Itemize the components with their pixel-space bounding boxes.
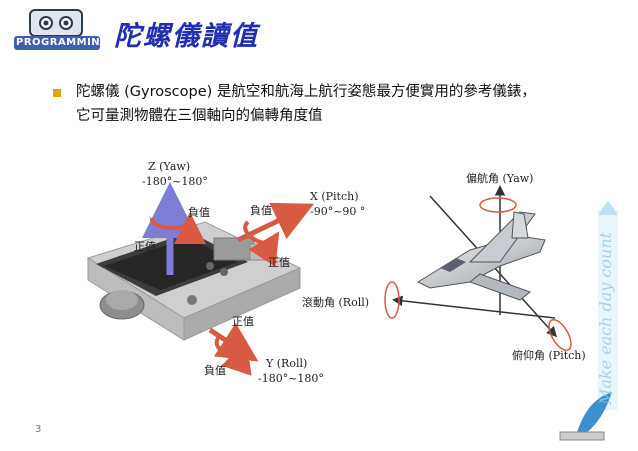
bullet-line-1: 陀螺儀 (Gyroscope) 是航空和航海上航行姿態最方便實用的參考儀錶， [76, 84, 536, 100]
y-axis-range: -180°~180° [258, 372, 324, 385]
pitch-rotation-ring [548, 318, 572, 352]
z-axis-label: Z (Yaw) [148, 160, 191, 173]
feather-logo-icon [559, 392, 612, 441]
x-rotation-arrow [243, 220, 280, 267]
programming-logo: PROGRAMMING [8, 8, 108, 54]
roll-axis-line [392, 295, 556, 319]
x-positive-label: 正值 [268, 256, 290, 269]
robot-logo-icon [14, 9, 100, 50]
y-axis-label: Y (Roll) [266, 357, 308, 370]
y-negative-label: 負值 [204, 364, 226, 377]
x-axis-range: -90°~90 ° [310, 205, 366, 218]
y-rotation-arrow [214, 337, 252, 376]
z-axis-range: -180°~180° [142, 175, 208, 188]
bullet-line-2: 它可量測物體在三個軸向的偏轉角度值 [76, 108, 323, 124]
logo-text: PROGRAMMING [16, 37, 109, 48]
page-title: 陀螺儀讀值 [114, 21, 259, 52]
bullet-marker [53, 89, 61, 97]
x-axis-label: X (Pitch) [310, 190, 359, 203]
roll-rotation-ring [384, 281, 400, 319]
roll-label: 滾動角 (Roll) [302, 296, 370, 309]
page-number: 3 [35, 424, 42, 435]
z-rotation-arrow [150, 212, 206, 245]
yaw-rotation-ring [479, 197, 517, 213]
z-positive-label: 正值 [134, 240, 156, 253]
jet-plane [416, 211, 546, 301]
pitch-label: 俯仰角 (Pitch) [512, 349, 586, 362]
device-board [86, 221, 302, 341]
z-negative-label: 負值 [188, 206, 210, 219]
yaw-label: 偏航角 (Yaw) [466, 172, 534, 185]
x-negative-label: 負值 [250, 204, 272, 217]
y-positive-label: 正值 [232, 315, 254, 328]
watermark-bar [598, 210, 618, 410]
watermark-text: Make each day count [596, 231, 615, 405]
